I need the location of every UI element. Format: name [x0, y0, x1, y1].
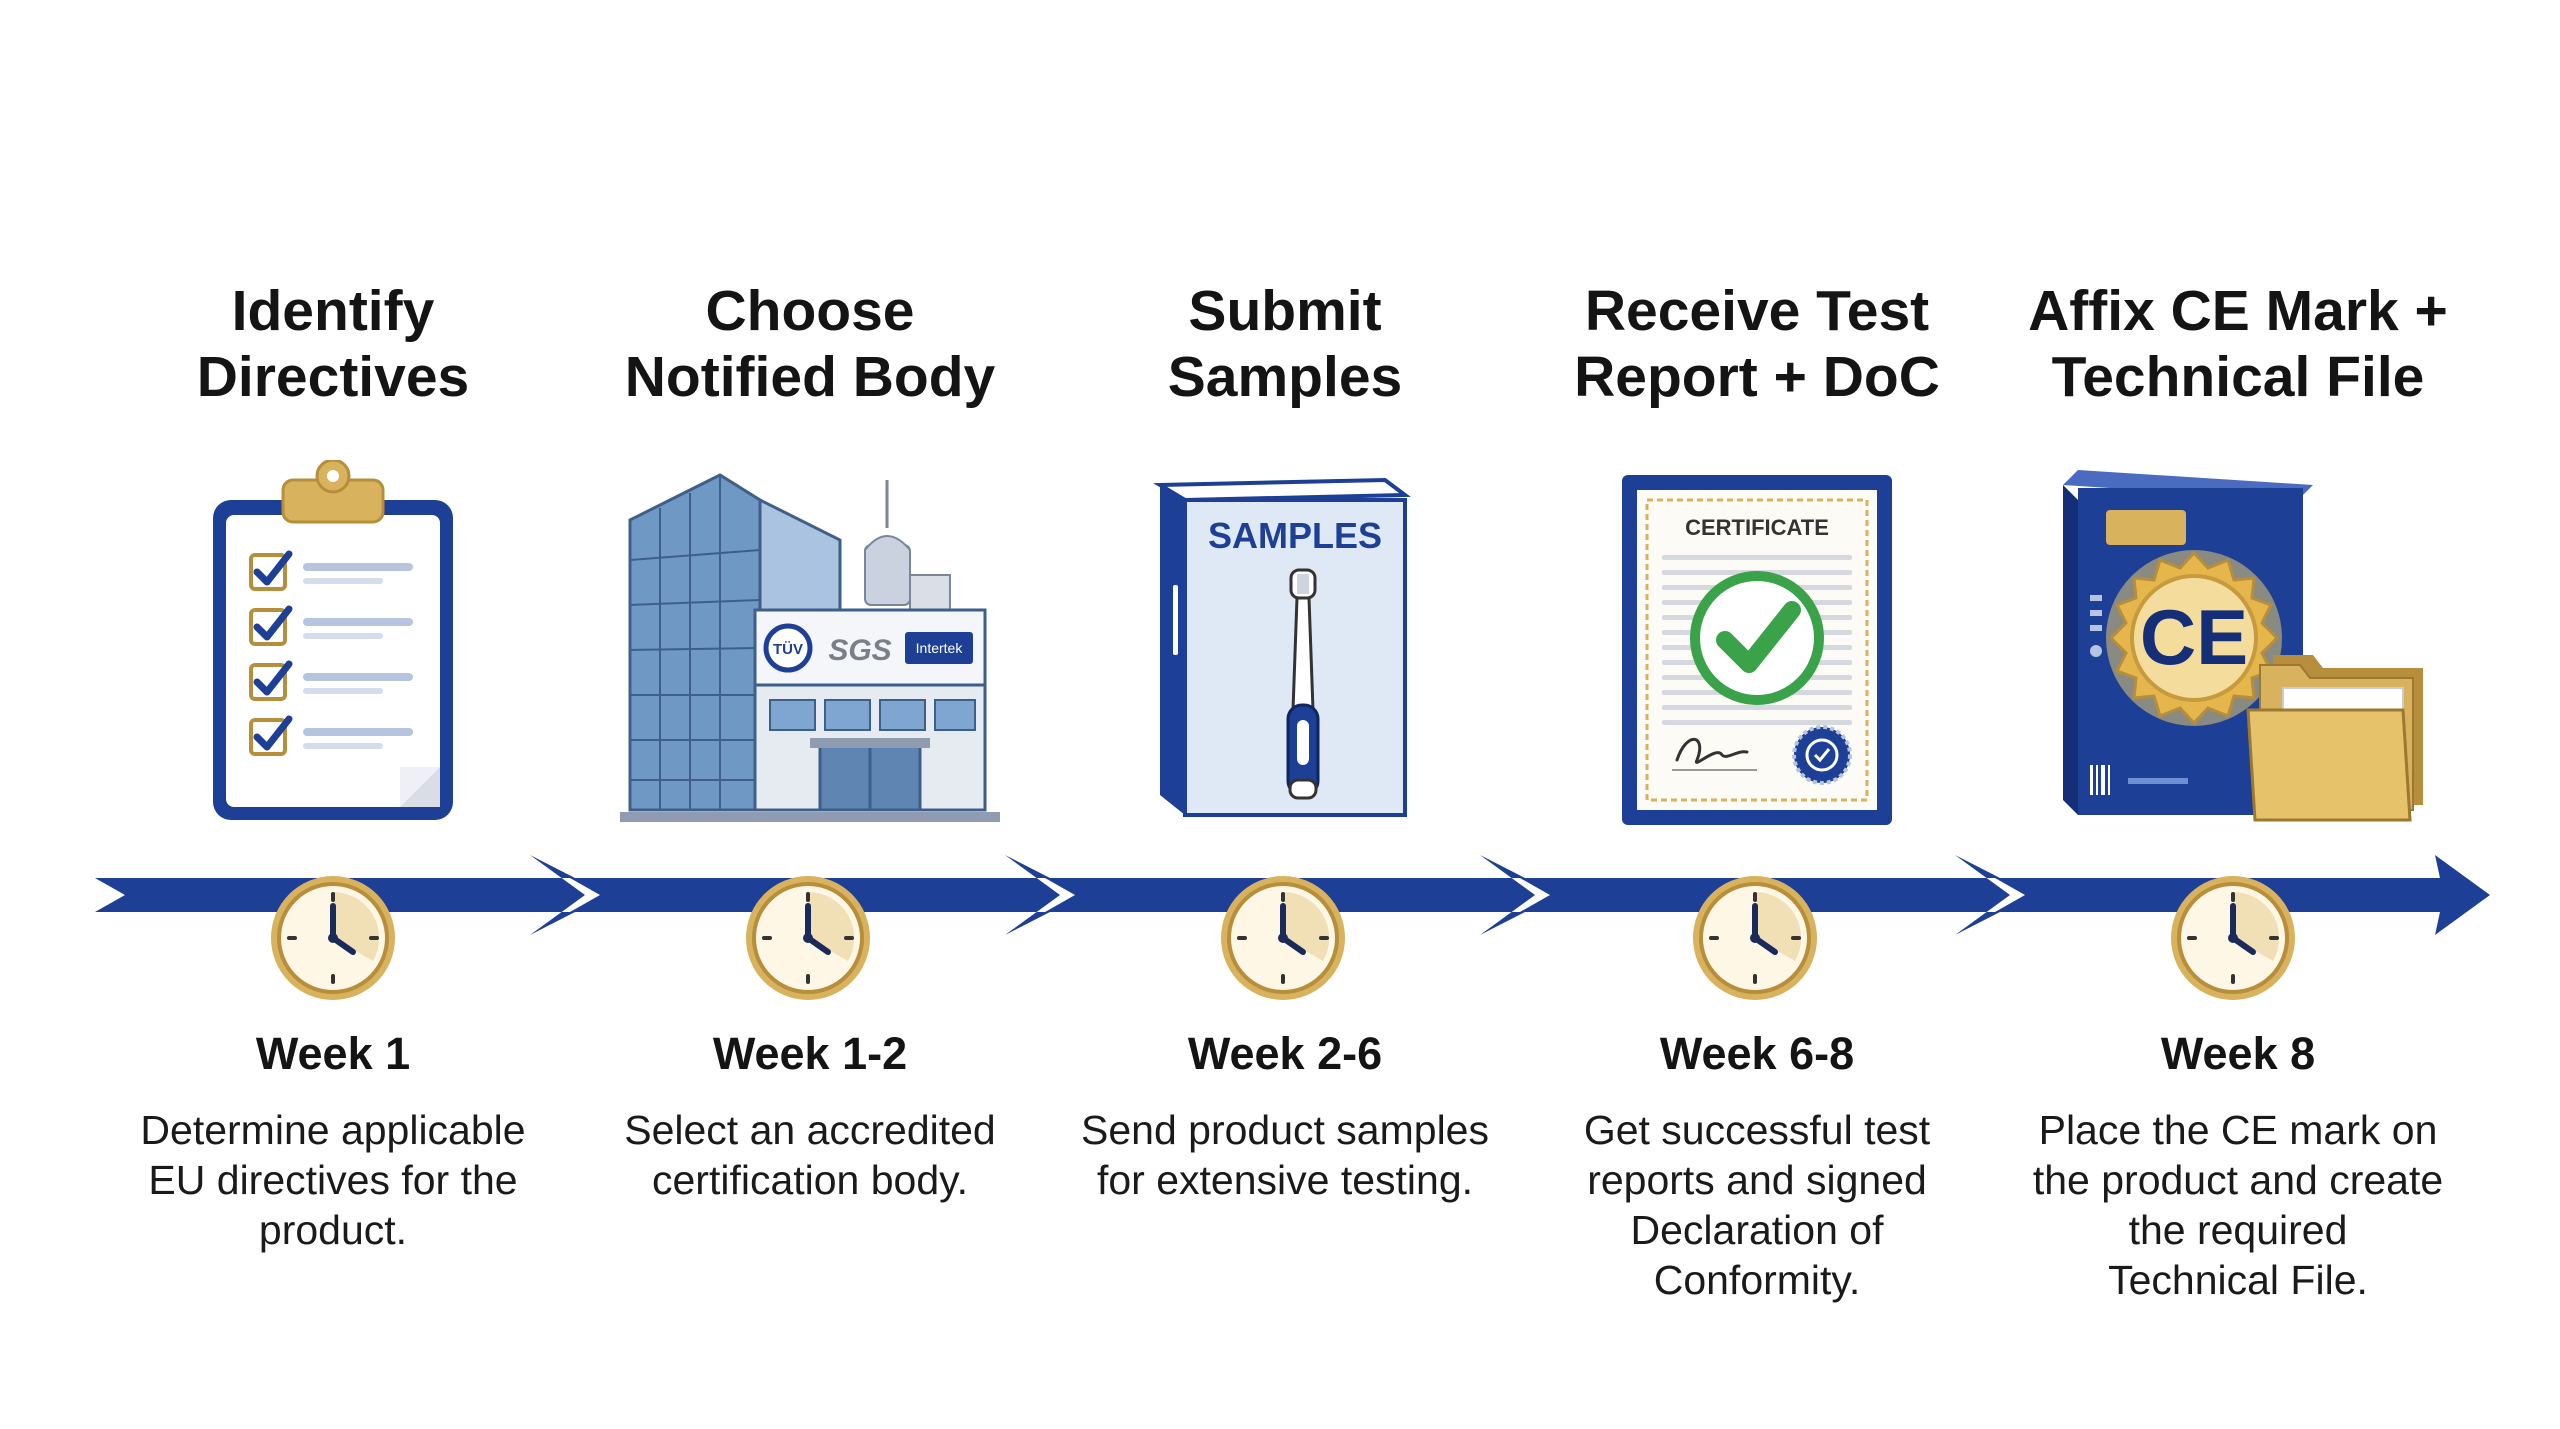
- step-title-line: Identify: [231, 279, 435, 343]
- step-title-line: Directives: [196, 345, 470, 409]
- samples-box-label: SAMPLES: [1208, 515, 1382, 556]
- toothbrush-icon: [1286, 568, 1320, 800]
- step-description-line: Determine applicable: [140, 1107, 526, 1153]
- step-description-line: the required: [2128, 1207, 2348, 1253]
- step-week: Week 1: [255, 1028, 411, 1079]
- step-title: Identify Directives: [98, 278, 568, 410]
- step-description-line: Place the CE mark on: [2038, 1107, 2438, 1153]
- step-description-line: EU directives for the: [148, 1157, 518, 1203]
- clock-icon-2: [746, 876, 870, 1000]
- step-description-line: reports and signed: [1587, 1157, 1927, 1203]
- step-title-line: Choose: [705, 279, 915, 343]
- step-week: Week 6-8: [1659, 1028, 1855, 1079]
- step-title: Affix CE Mark + Technical File: [2003, 278, 2473, 410]
- office-building-icon: TÜV SGS Intertek: [620, 473, 1000, 822]
- step-title-line: Notified Body: [624, 345, 996, 409]
- clock-icon-4: [1693, 876, 1817, 1000]
- seal-icon: [1792, 725, 1852, 785]
- step-description: Send product samples for extensive testi…: [1050, 1105, 1520, 1205]
- signature-icon: [1675, 737, 1749, 764]
- step-title: Submit Samples: [1050, 278, 1520, 410]
- step-week: Week 2-6: [1187, 1028, 1383, 1079]
- clock-icons: [271, 876, 2295, 1000]
- logo-tuv: TÜV: [773, 641, 803, 658]
- step-title-line: Affix CE Mark +: [2028, 279, 2448, 343]
- ce-mark-label: CE: [2140, 593, 2248, 681]
- step-title: Receive Test Report + DoC: [1522, 278, 1992, 410]
- sample-box-icon: SAMPLES: [1153, 477, 1411, 817]
- step-title-line: Submit: [1188, 279, 1382, 343]
- step-title-line: Technical File: [2051, 345, 2425, 409]
- clock-icon-5: [2171, 876, 2295, 1000]
- step-affix-ce-mark: Affix CE Mark + Technical File CE Wee: [2003, 0, 2473, 1429]
- step-description: Place the CE mark on the product and cre…: [2003, 1105, 2473, 1305]
- step-description-line: Get successful test: [1583, 1107, 1931, 1153]
- step-receive-test-report: Receive Test Report + DoC CERTIFICATE We…: [1522, 0, 1992, 1429]
- ce-mark-box-icon: CE: [2063, 470, 2423, 822]
- clock-icon-1: [271, 876, 395, 1000]
- step-week: Week 8: [2160, 1028, 2316, 1079]
- step-description-line: Select an accredited: [624, 1107, 996, 1153]
- step-description: Determine applicable EU directives for t…: [98, 1105, 568, 1255]
- step-description-line: product.: [258, 1207, 408, 1253]
- certificate-label: CERTIFICATE: [1685, 515, 1829, 540]
- logo-intertek: Intertek: [916, 640, 964, 656]
- logo-sgs: SGS: [828, 634, 891, 667]
- checklist-clipboard-icon: [213, 460, 453, 820]
- step-title-line: Receive Test: [1584, 279, 1930, 343]
- technical-file-folder-icon: [2246, 655, 2423, 822]
- step-description-line: for extensive testing.: [1096, 1157, 1474, 1203]
- step-title: Choose Notified Body: [575, 278, 1045, 410]
- step-choose-notified-body: Choose Notified Body TÜV SGS Intertek: [575, 0, 1045, 1429]
- step-description-line: certification body.: [651, 1157, 968, 1203]
- step-description: Get successful test reports and signed D…: [1522, 1105, 1992, 1305]
- step-week: Week 1-2: [712, 1028, 908, 1079]
- step-description-line: Technical File.: [2108, 1257, 2368, 1303]
- step-description: Select an accredited certification body.: [575, 1105, 1045, 1205]
- ce-badge-icon: CE: [2106, 550, 2282, 726]
- step-description-line: Send product samples: [1081, 1107, 1489, 1153]
- certificate-icon: CERTIFICATE: [1622, 475, 1892, 825]
- step-description-line: Conformity.: [1653, 1257, 1861, 1303]
- step-description-line: the product and create: [2032, 1157, 2444, 1203]
- clock-icon-3: [1221, 876, 1345, 1000]
- step-identify-directives: Identify Directives Week 1: [98, 0, 568, 1429]
- step-submit-samples: Submit Samples SAMPLES Week 2-6 Send pro…: [1050, 0, 1520, 1429]
- step-description-line: Declaration of: [1630, 1207, 1884, 1253]
- step-title-line: Report + DoC: [1574, 345, 1940, 409]
- step-title-line: Samples: [1167, 345, 1403, 409]
